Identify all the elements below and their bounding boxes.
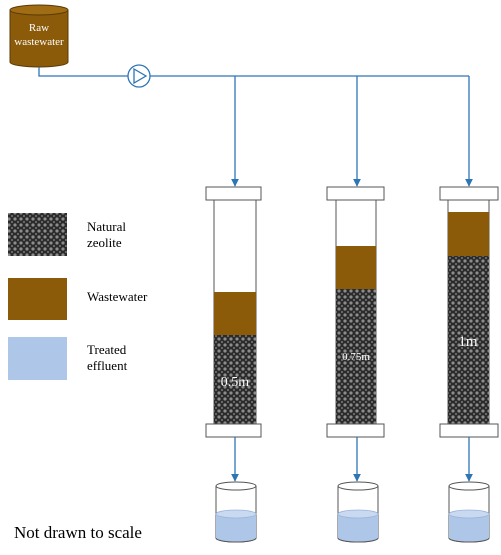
column-2-zeolite-bed [336,289,376,424]
column-3: 1m [439,186,499,482]
column-2-top-cap [326,186,385,201]
tank-label-line1: Raw [29,22,49,34]
column-1-wastewater [214,292,256,335]
column-2-bottom-cap [326,423,385,438]
legend-wastewater-label: Wastewater [87,289,148,304]
column-2-wastewater [336,246,376,289]
column-3-bottom-cap [439,423,499,438]
column-1-top-cap [205,186,262,201]
beaker-2 [337,481,379,543]
raw-wastewater-tank: Raw wastewater [9,4,69,68]
column-3-bed-depth: 1m [458,334,478,350]
legend-zeolite-swatch [8,213,67,256]
scale-note: Not drawn to scale [14,523,142,542]
legend-zeolite-label-2: zeolite [87,235,122,250]
column-3-top-cap [439,186,499,201]
legend-effluent-label-2: effluent [87,358,128,373]
legend-zeolite-label-1: Natural [87,219,126,234]
column-1: 0.5m [205,186,262,482]
beaker-3 [448,481,490,543]
beaker-1 [215,481,257,543]
column-1-zeolite-bed [214,335,256,424]
legend-wastewater-swatch [8,278,67,320]
column-1-bottom-cap [205,423,262,438]
feed-pipe [38,67,473,187]
pump-icon [127,64,151,88]
column-2-bed-depth: 0.75m [342,351,370,363]
column-3-wastewater [448,212,489,256]
legend: Natural zeolite Wastewater Treated efflu… [8,213,148,380]
tank-label-line2: wastewater [14,36,64,48]
column-2: 0.75m [326,186,385,482]
column-1-bed-depth: 0.5m [221,375,250,390]
column-3-zeolite-bed [448,256,489,424]
legend-effluent-swatch [8,337,67,380]
legend-effluent-label-1: Treated [87,342,127,357]
